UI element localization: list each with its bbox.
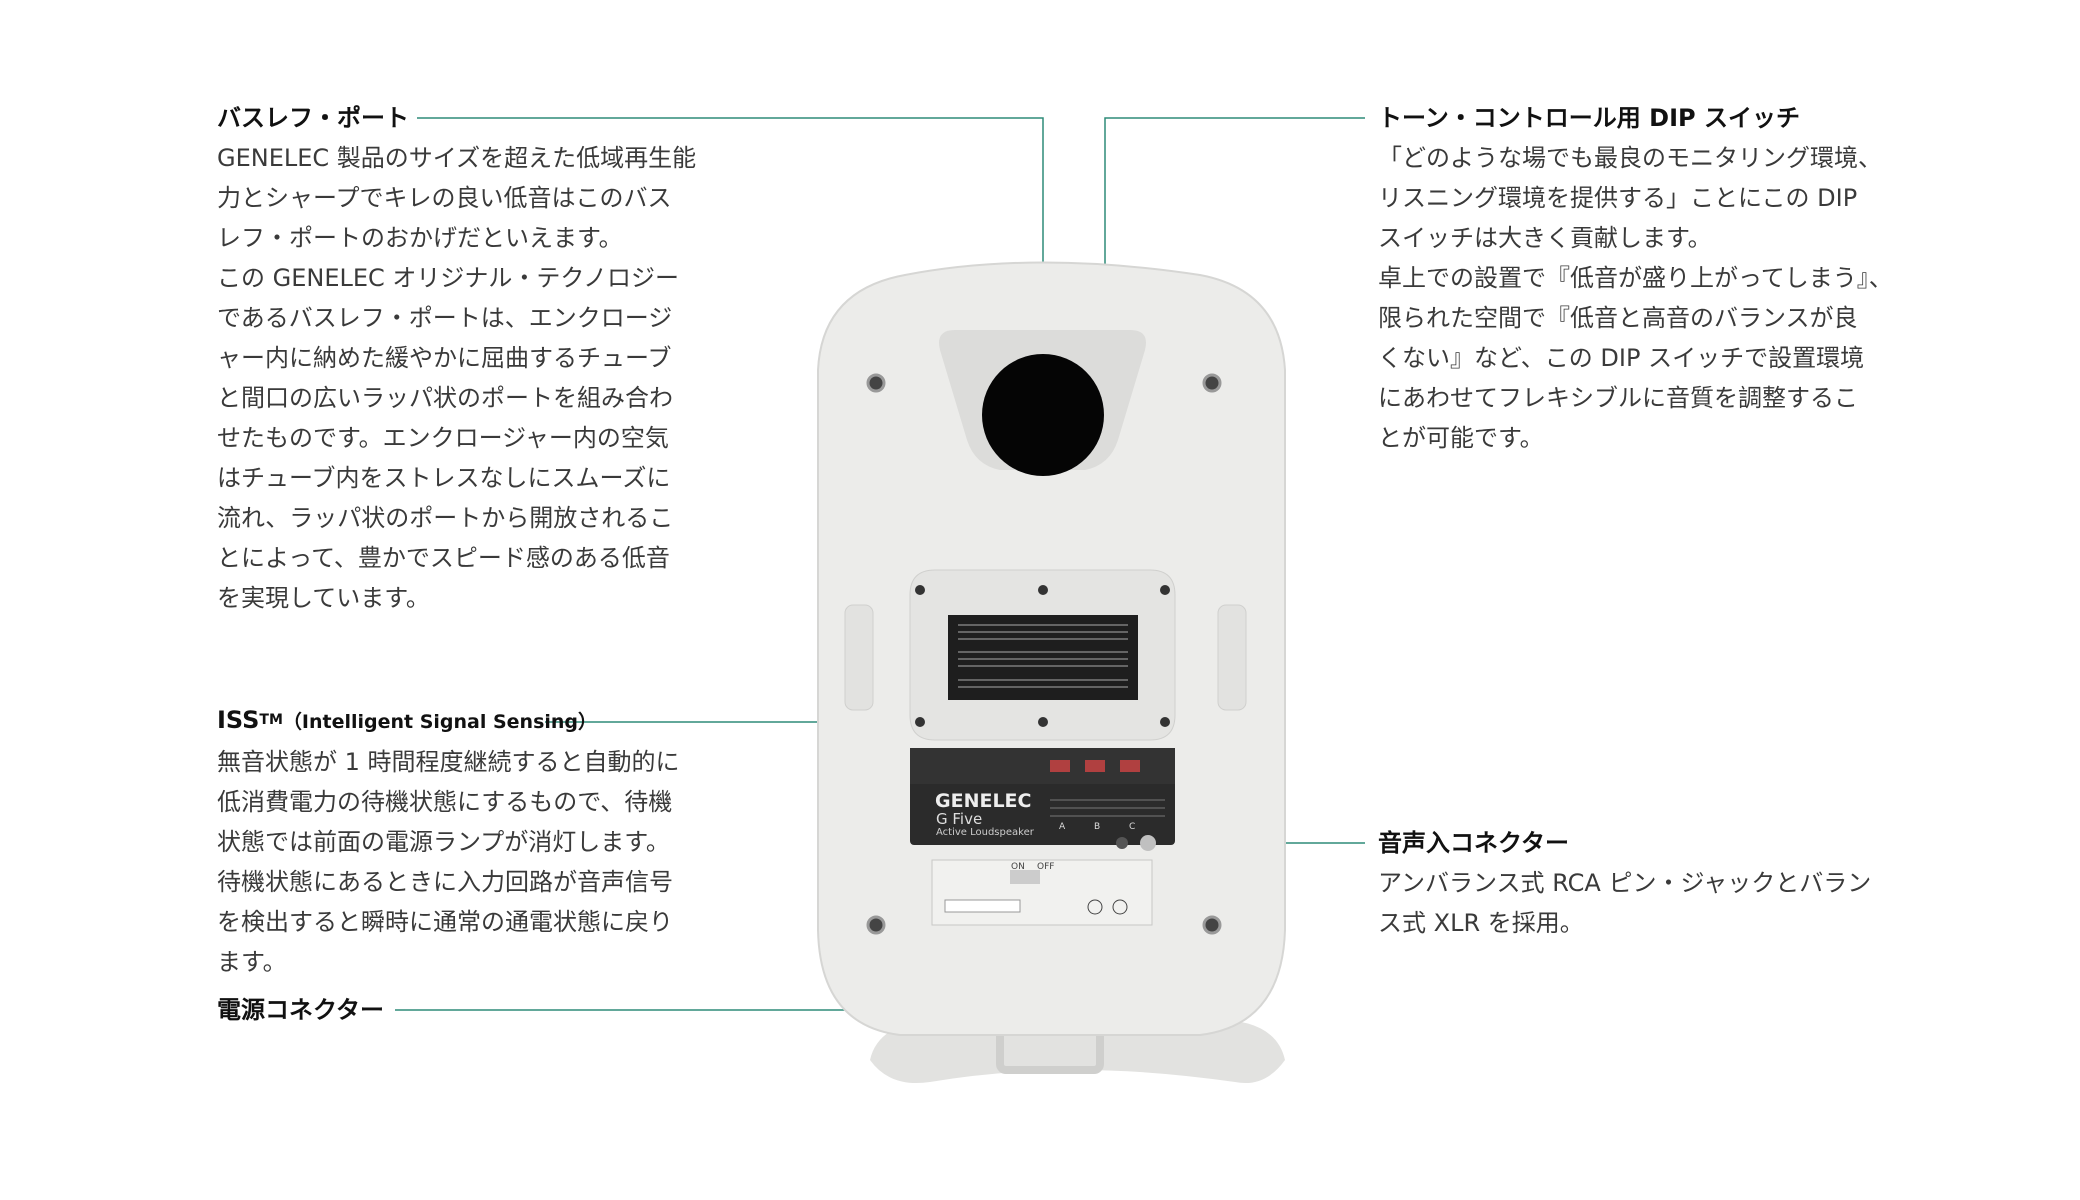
dip-label-a: A <box>1059 822 1066 832</box>
audio-input-title: 音声入コネクター <box>1378 829 1570 857</box>
iss-line: ます。 <box>217 948 287 976</box>
dip-label-c: C <box>1129 822 1136 832</box>
panel-brand: GENELEC <box>935 790 1032 812</box>
bass-reflex-line: せたものです。エンクロージャー内の空気 <box>217 424 669 452</box>
power-connector-title: 電源コネクター <box>217 996 385 1024</box>
iss-line: を検出すると瞬時に通常の通電状態に戻り <box>217 908 673 936</box>
bass-reflex-line: と間口の広いラッパ状のポートを組み合わ <box>217 384 673 412</box>
audio-input-section: 音声入コネクター アンバランス式 RCA ピン・ジャックとバラン ス式 XLR … <box>1378 823 1978 943</box>
power-switch-off-label: OFF <box>1037 862 1055 872</box>
dip-label-b: B <box>1094 822 1101 832</box>
iss-title-main: ISS <box>217 706 260 734</box>
bass-reflex-line: 流れ、ラッパ状のポートから開放されるこ <box>217 504 674 532</box>
dip-line: 「どのような場でも最良のモニタリング環境、 <box>1378 144 1882 172</box>
iss-line: 状態では前面の電源ランプが消灯します。 <box>217 828 670 856</box>
bass-reflex-line: 力とシャープでキレの良い低音はこのバス <box>217 184 672 212</box>
warning-label <box>948 615 1138 700</box>
bass-reflex-line: であるバスレフ・ポートは、エンクロージ <box>217 304 673 332</box>
iss-line: 無音状態が 1 時間程度継続すると自動的に <box>217 748 680 776</box>
bass-reflex-title: バスレフ・ポート <box>217 104 409 132</box>
audio-input-line: ス式 XLR を採用。 <box>1378 909 1584 937</box>
iss-line: 低消費電力の待機状態にするもので、待機 <box>217 788 673 816</box>
dip-line: とが可能です。 <box>1378 424 1544 452</box>
iss-section: ISSTM（Intelligent Signal Sensing） 無音状態が … <box>217 700 717 982</box>
bass-reflex-line: を実現しています。 <box>217 584 430 612</box>
dip-title: トーン・コントロール用 DIP スイッチ <box>1378 104 1800 132</box>
dip-line: スイッチは大きく貢献します。 <box>1378 224 1712 252</box>
dip-text: 「どのような場でも最良のモニタリング環境、 リスニング環境を提供する」ことにこの… <box>1378 138 1978 458</box>
bass-reflex-line: GENELEC 製品のサイズを超えた低域再生能 <box>217 144 697 172</box>
dip-line: にあわせてフレキシブルに音質を調整するこ <box>1378 384 1858 412</box>
iss-title: ISSTM（Intelligent Signal Sensing） <box>217 700 717 742</box>
bass-reflex-section: バスレフ・ポート GENELEC 製品のサイズを超えた低域再生能 力とシャープで… <box>217 98 717 618</box>
iss-text: 無音状態が 1 時間程度継続すると自動的に 低消費電力の待機状態にするもので、待… <box>217 742 717 982</box>
power-switch-on-label: ON <box>1011 862 1025 872</box>
bass-reflex-line: この GENELEC オリジナル・テクノロジー <box>217 264 679 292</box>
bass-reflex-text: GENELEC 製品のサイズを超えた低域再生能 力とシャープでキレの良い低音はこ… <box>217 138 717 618</box>
dip-line: くない』など、この DIP スイッチで設置環境 <box>1378 344 1865 372</box>
panel-subtitle: Active Loudspeaker <box>936 827 1034 838</box>
dip-section: トーン・コントロール用 DIP スイッチ 「どのような場でも最良のモニタリング環… <box>1378 98 1978 458</box>
dip-line: 卓上での設置で『低音が盛り上がってしまう』、 <box>1378 264 1893 292</box>
iss-title-tm: TM <box>259 712 283 728</box>
power-plate <box>931 859 1153 926</box>
bass-reflex-line: レフ・ポートのおかげだといえます。 <box>217 224 623 252</box>
audio-input-text: アンバランス式 RCA ピン・ジャックとバラン ス式 XLR を採用。 <box>1378 863 1978 943</box>
audio-input-line: アンバランス式 RCA ピン・ジャックとバラン <box>1378 869 1872 897</box>
panel-model: G Five <box>936 810 983 828</box>
dip-line: リスニング環境を提供する」ことにこの DIP <box>1378 184 1858 212</box>
bass-reflex-line: はチューブ内をストレスなしにスムーズに <box>217 464 671 492</box>
bass-reflex-line: とによって、豊かでスピード感のある低音 <box>217 544 670 572</box>
bass-reflex-port <box>982 354 1104 476</box>
iss-line: 待機状態にあるときに入力回路が音声信号 <box>217 868 673 896</box>
bass-reflex-line: ャー内に納めた緩やかに屈曲するチューブ <box>217 344 672 372</box>
dip-line: 限られた空間で『低音と高音のバランスが良 <box>1378 304 1858 332</box>
iss-title-sub: （Intelligent Signal Sensing） <box>282 711 598 733</box>
